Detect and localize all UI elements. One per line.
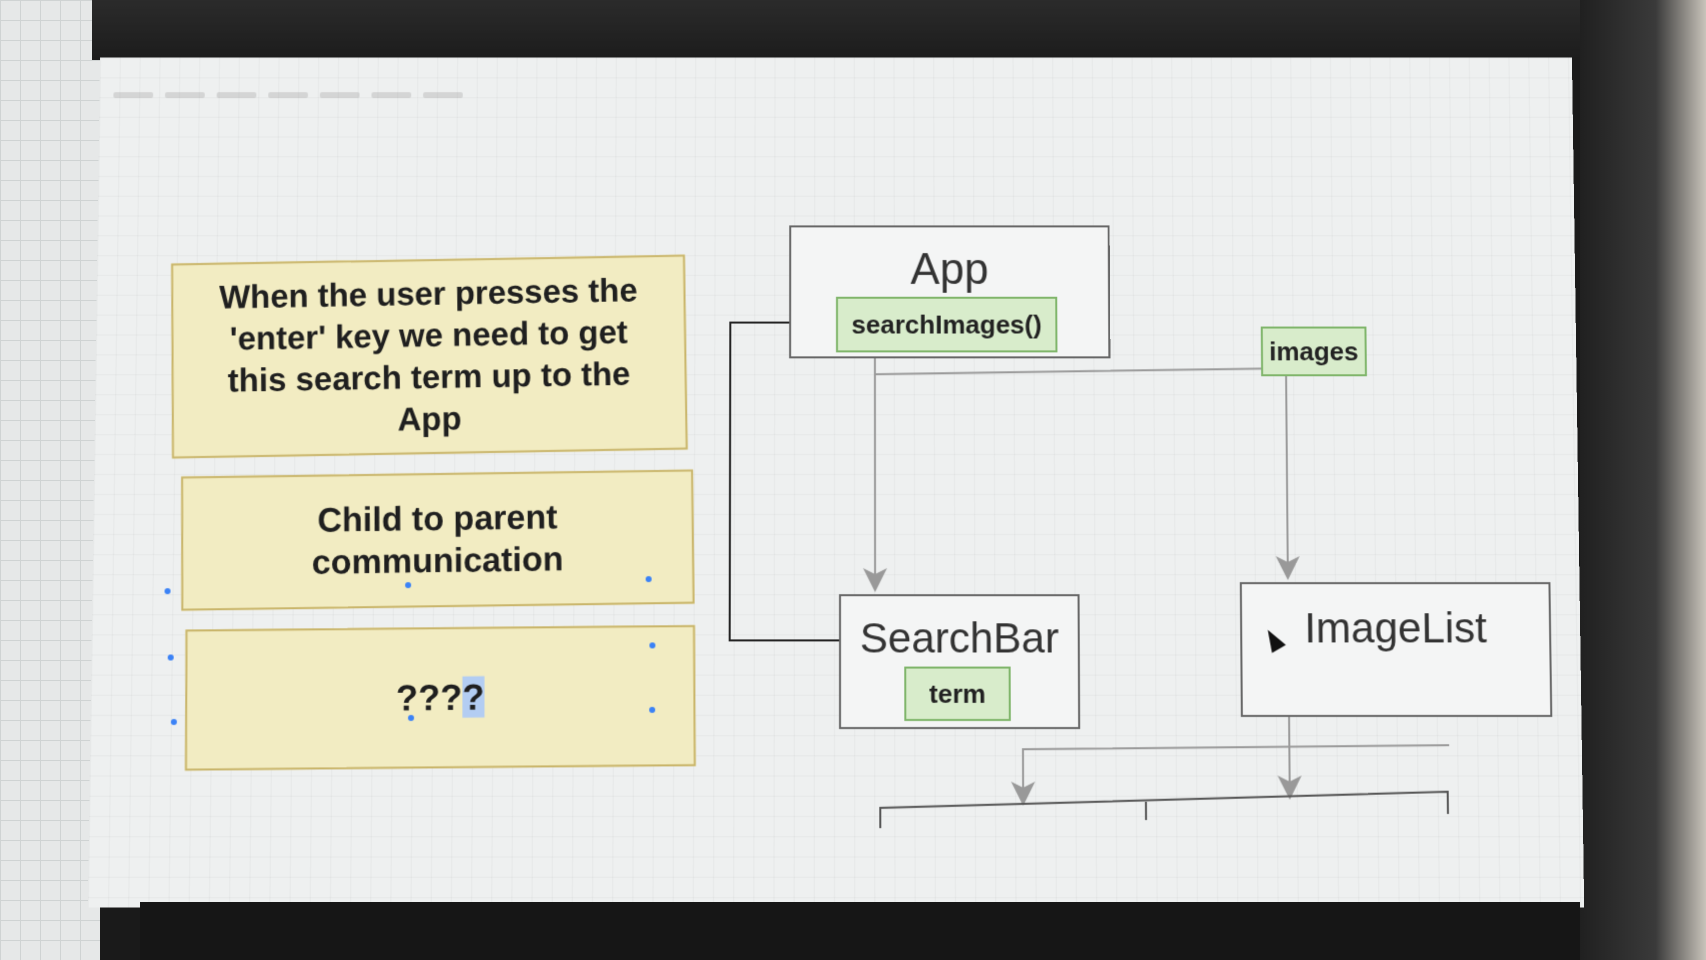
selection-handle[interactable] <box>405 582 412 589</box>
prop-term[interactable]: term <box>904 666 1011 721</box>
note-line-2: 'enter' key we need to get <box>229 313 628 357</box>
note-explanation[interactable]: When the user presses the 'enter' key we… <box>171 254 688 459</box>
selection-handle[interactable] <box>167 654 174 661</box>
component-imagelist[interactable]: ImageList <box>1239 582 1553 717</box>
callback-arrow <box>730 323 903 641</box>
prop-images[interactable]: images <box>1260 326 1367 377</box>
selection-handle[interactable] <box>649 706 656 713</box>
note-question-marks[interactable]: ???? <box>184 625 696 771</box>
imagelist-down-arrow <box>1289 717 1290 796</box>
monitor-bezel-right <box>1580 0 1706 960</box>
note-line-1: When the user presses the <box>219 271 638 316</box>
selection-handle[interactable] <box>164 588 171 595</box>
selection-handle[interactable] <box>649 642 656 649</box>
monitor-bezel-bottom <box>140 902 1580 960</box>
note2-line-1: Child to parent <box>317 498 558 540</box>
selection-handle[interactable] <box>645 576 652 583</box>
monitor-bezel-top <box>92 0 1632 60</box>
selection-handle[interactable] <box>408 714 415 721</box>
note3-text[interactable]: ???? <box>396 676 485 719</box>
app-title: App <box>910 245 989 294</box>
background-grid <box>0 0 100 960</box>
prop-search-images[interactable]: searchImages() <box>836 296 1058 353</box>
imagelist-title: ImageList <box>1304 604 1488 652</box>
note-line-3: this search term up to the <box>227 354 631 399</box>
bottom-container <box>880 792 1448 828</box>
text-selection: ? <box>462 676 485 718</box>
diagram-canvas[interactable]: When the user presses the 'enter' key we… <box>88 58 1584 908</box>
note-child-to-parent[interactable]: Child to parent communication <box>181 469 695 611</box>
selection-handle[interactable] <box>170 718 177 726</box>
searchbar-title: SearchBar <box>859 614 1060 662</box>
note2-line-2: communication <box>311 540 564 582</box>
app-to-imagelist-bus <box>875 368 1288 576</box>
note-line-4: App <box>397 399 462 438</box>
